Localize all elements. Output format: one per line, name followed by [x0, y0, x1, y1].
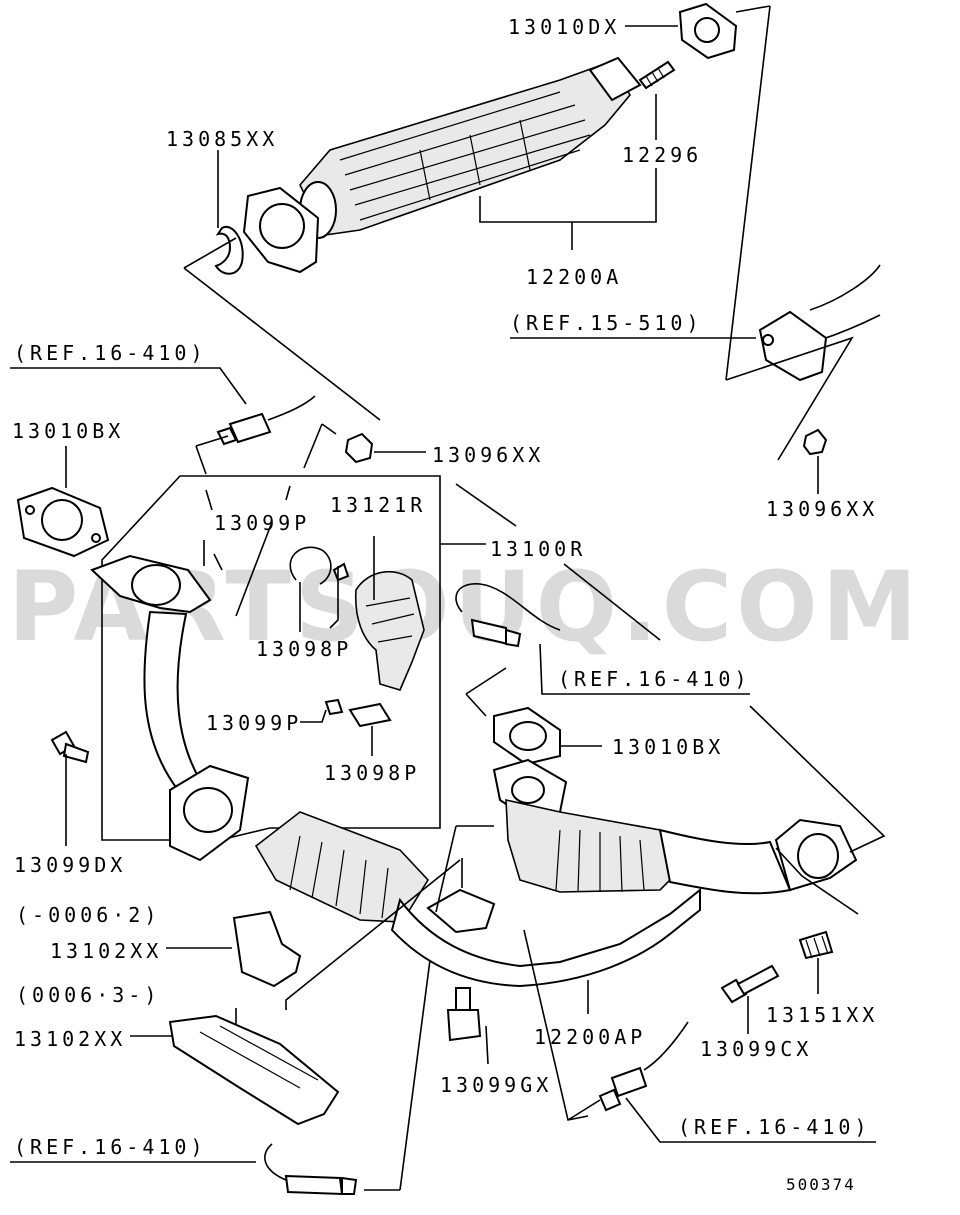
- clamp-13098p-b[interactable]: [348, 702, 392, 728]
- bolt-13099cx[interactable]: [720, 964, 780, 1004]
- leader-lines: [10, 5, 886, 1191]
- bolt-13099gx[interactable]: [446, 987, 482, 1042]
- heat-shield-13121r[interactable]: [354, 571, 425, 691]
- label-13102xx-b: 13102XX: [14, 1027, 126, 1051]
- front-pipe[interactable]: [90, 554, 250, 862]
- nut-13096xx-center[interactable]: [344, 432, 374, 464]
- label-ref-16-410-b: (REF.16-410): [558, 667, 751, 691]
- label-13121r: 13121R: [330, 493, 426, 517]
- bracket-13102xx-a[interactable]: [232, 910, 302, 988]
- label-13010dx: 13010DX: [508, 15, 620, 39]
- label-ref-15-510: (REF.15-510): [510, 311, 703, 335]
- label-13100r: 13100R: [490, 537, 586, 561]
- label-13098p-a: 13098P: [256, 637, 352, 661]
- label-12200a: 12200A: [526, 265, 622, 289]
- bracket-13102xx-b[interactable]: [168, 1014, 340, 1126]
- pipe-flange-right[interactable]: [758, 310, 828, 382]
- label-13099p-a: 13099P: [214, 511, 310, 535]
- label-13085xx: 13085XX: [166, 127, 278, 151]
- label-13099dx: 13099DX: [14, 853, 126, 877]
- catalytic-converter-lower[interactable]: [254, 758, 858, 988]
- screw-13099p-b[interactable]: [324, 698, 344, 716]
- label-range-a: (-0006·2): [16, 903, 160, 927]
- label-range-b: (0006·3-): [16, 983, 160, 1007]
- oxygen-sensor-center[interactable]: [455, 583, 561, 648]
- label-ref-16-410-a: (REF.16-410): [14, 341, 207, 365]
- oxygen-sensor-lower-right[interactable]: [598, 1021, 689, 1112]
- label-13102xx-a: 13102XX: [50, 939, 162, 963]
- label-13096xx-b: 13096XX: [766, 497, 878, 521]
- ring-gasket[interactable]: [214, 225, 244, 275]
- oxygen-sensor-lower-left[interactable]: [264, 1143, 358, 1196]
- front-pipe-assembly-box: [101, 475, 441, 841]
- label-13010bx-a: 13010BX: [12, 419, 124, 443]
- oxygen-sensor-upper[interactable]: [216, 395, 316, 446]
- diagram-number: 500374: [786, 1175, 856, 1194]
- bolt-13099dx[interactable]: [50, 730, 90, 764]
- clamp-13098p-a[interactable]: [289, 546, 332, 585]
- stud-12296[interactable]: [638, 60, 676, 90]
- label-13099p-b: 13099P: [206, 711, 302, 735]
- label-12200ap: 12200AP: [534, 1025, 646, 1049]
- label-13098p-b: 13098P: [324, 761, 420, 785]
- label-13010bx-b: 13010BX: [612, 735, 724, 759]
- spring-13151xx[interactable]: [798, 930, 834, 960]
- catalytic-converter-upper[interactable]: [299, 56, 642, 239]
- label-13099gx: 13099GX: [440, 1073, 552, 1097]
- label-ref-16-410-c: (REF.16-410): [678, 1115, 871, 1139]
- label-13099cx: 13099CX: [700, 1037, 812, 1061]
- label-13096xx-a: 13096XX: [432, 443, 544, 467]
- label-12296: 12296: [622, 143, 702, 167]
- label-ref-16-410-d: (REF.16-410): [14, 1135, 207, 1159]
- nut-13096xx-right[interactable]: [802, 428, 828, 456]
- label-13151xx: 13151XX: [766, 1003, 878, 1027]
